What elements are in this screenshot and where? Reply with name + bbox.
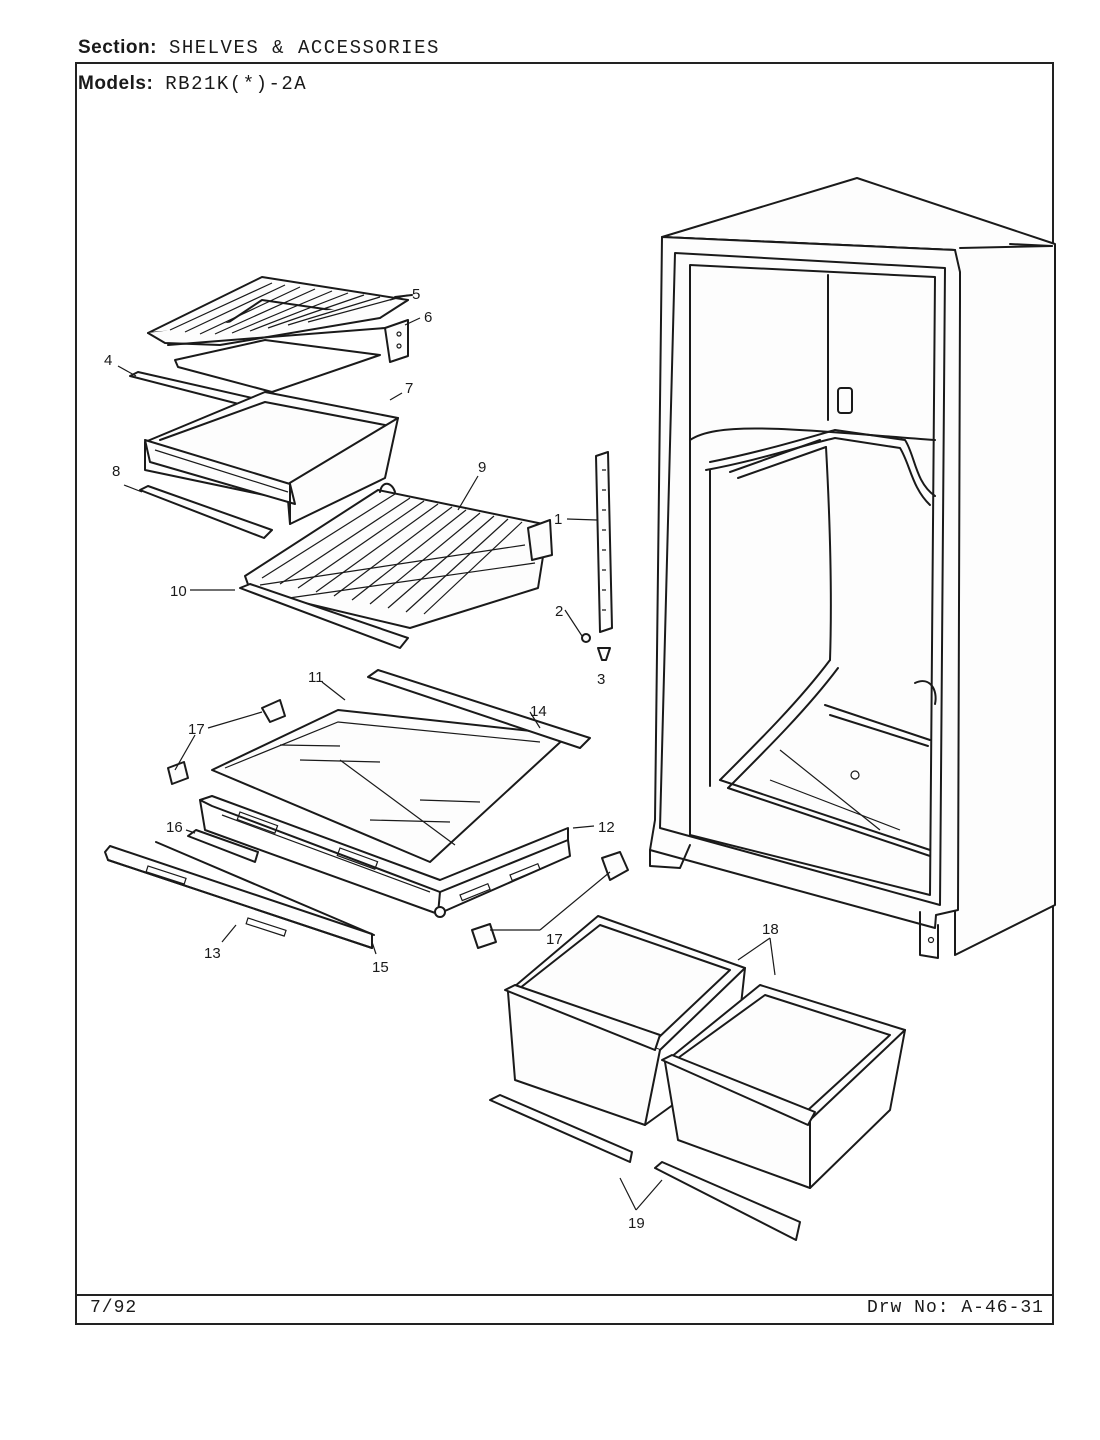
callout-5: 5 (412, 286, 420, 303)
callout-17-left: 17 (188, 721, 205, 738)
leader-lines (117, 294, 776, 1211)
models-value: RB21K(*)-2A (165, 73, 308, 95)
part-13-front-trim (104, 845, 373, 949)
part-5-freezer-shelf (147, 276, 413, 346)
section-heading: Section: SHELVES & ACCESSORIES (78, 37, 440, 59)
models-label: Models: (78, 73, 154, 94)
callout-1: 1 (554, 511, 562, 528)
part-1-shelf-support (581, 451, 613, 661)
callout-3: 3 (597, 671, 605, 688)
section-value: SHELVES & ACCESSORIES (168, 37, 440, 59)
callout-15: 15 (372, 959, 389, 976)
part-19-drawer-slides (489, 1094, 801, 1241)
drawing-date: 7/92 (90, 1298, 138, 1318)
part-7-meat-pan (144, 391, 399, 525)
callout-11: 11 (308, 669, 324, 686)
callout-9: 9 (478, 459, 486, 476)
refrigerator-cabinet (649, 177, 1056, 959)
callout-13: 13 (204, 945, 221, 962)
callout-16: 16 (166, 819, 183, 836)
callout-6: 6 (424, 309, 432, 326)
part-8-trim (139, 485, 273, 539)
callout-4: 4 (104, 352, 112, 369)
callout-2: 2 (555, 603, 563, 620)
part-18-crisper-drawers (504, 915, 906, 1189)
callout-17-right: 17 (546, 931, 563, 948)
callout-19: 19 (628, 1215, 645, 1232)
callout-7: 7 (405, 380, 413, 397)
models-heading: Models: RB21K(*)-2A (78, 73, 307, 95)
part-6-bracket (167, 319, 409, 411)
footer-divider (77, 1294, 1052, 1296)
callout-14: 14 (530, 703, 547, 720)
drawing-number-value: A-46-31 (961, 1298, 1044, 1318)
drawing-number: Drw No: A-46-31 (867, 1298, 1044, 1318)
callout-10: 10 (170, 583, 187, 600)
callout-labels: 5 6 4 7 8 9 10 1 2 3 11 14 17 16 12 13 1… (104, 286, 779, 1232)
drawing-number-label: Drw No: (866, 1298, 950, 1318)
part-12-crisper-frame (199, 795, 571, 918)
part-9-wire-shelf (244, 482, 553, 629)
part-15-strip (155, 841, 375, 936)
callout-12: 12 (598, 819, 615, 836)
part-10-trim (239, 583, 409, 649)
section-label: Section: (78, 37, 157, 58)
callout-8: 8 (112, 463, 120, 480)
callout-18: 18 (762, 921, 779, 938)
part-14-trim (367, 669, 591, 749)
part-11-glass-shelf (211, 709, 569, 863)
